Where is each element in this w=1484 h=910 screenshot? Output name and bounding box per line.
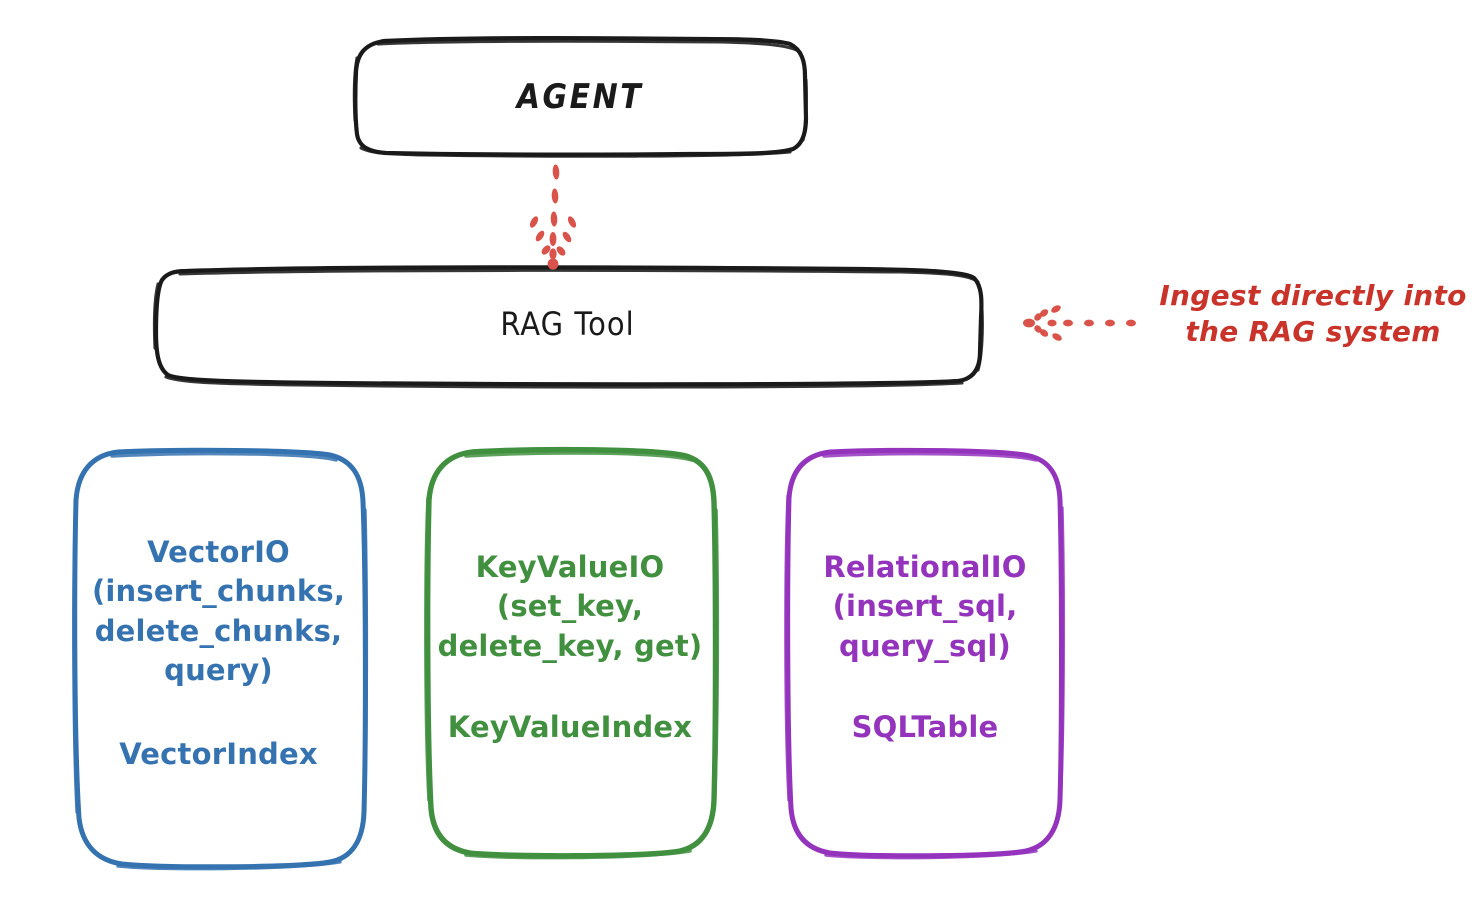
vector-io-box-sketch-overstroke [72, 451, 369, 871]
relational-io-box-sketch-overstroke [784, 451, 1066, 860]
relational-io-box-outline [785, 447, 1064, 859]
node-vector-io[interactable] [72, 447, 369, 871]
node-relational-io[interactable] [784, 447, 1066, 860]
vector-io-box-outline [72, 447, 368, 870]
node-rag-tool[interactable] [152, 265, 984, 389]
key-value-io-box-outline [424, 446, 719, 859]
key-value-io-box-sketch-overstroke [424, 451, 720, 860]
edge-agent-to-rag-tool-arrow [529, 164, 577, 270]
rag-tool-box-outline [153, 265, 984, 387]
agent-box-sketch-overstroke [352, 39, 808, 158]
rag-tool-box-sketch-overstroke [152, 268, 984, 389]
node-agent[interactable] [352, 36, 809, 158]
agent-box-outline [353, 36, 809, 157]
edge-ingest-annotation-arrow [1023, 305, 1136, 341]
node-key-value-io[interactable] [424, 446, 720, 860]
